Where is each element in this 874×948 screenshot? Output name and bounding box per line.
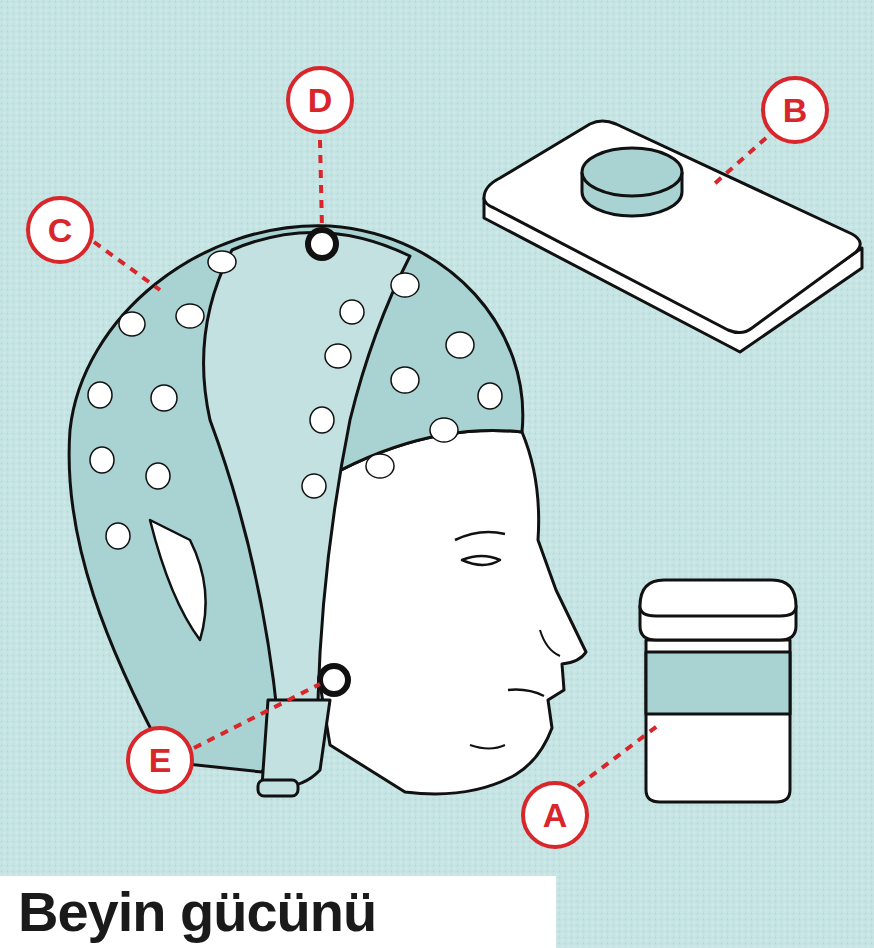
- illustration-part: [204, 232, 410, 720]
- illustration-part: [646, 652, 790, 714]
- title-panel: Beyin gücünü: [0, 876, 556, 948]
- callout-letter: E: [126, 726, 194, 794]
- illustration-part: [69, 226, 523, 772]
- gel-jar: [640, 580, 796, 802]
- illustration-part: [582, 148, 682, 196]
- leader-line: [94, 138, 766, 786]
- illustration-part: [302, 474, 326, 498]
- electrode: [308, 230, 348, 694]
- illustration-part: [320, 666, 348, 694]
- illustration-part: [366, 454, 394, 478]
- illustration-part: [119, 312, 145, 336]
- illustration-part: [308, 230, 336, 258]
- illustration-part: [325, 344, 351, 368]
- illustration-part: [208, 251, 236, 273]
- illustration-part: [151, 385, 177, 411]
- illustration-part: [150, 520, 206, 640]
- illustration-part: [391, 273, 419, 297]
- illustration-part: [310, 407, 334, 433]
- illustration-part: [446, 332, 474, 358]
- heading: Beyin gücünü: [18, 882, 556, 942]
- illustration-part: [455, 532, 505, 540]
- illustration-part: [262, 700, 330, 787]
- illustration-part: [578, 724, 660, 786]
- illustration-part: [146, 463, 170, 489]
- illustration-part: [540, 630, 560, 656]
- illustration-part: [430, 418, 458, 442]
- electrode-dots: [88, 251, 502, 549]
- illustration-part: [478, 383, 502, 409]
- illustration-part: [470, 745, 505, 749]
- illustration-part: [640, 580, 796, 616]
- illustration-part: [646, 640, 790, 802]
- illustration-part: [712, 138, 766, 186]
- stimulator-box: [484, 121, 862, 352]
- callout-letter: B: [761, 76, 829, 144]
- illustration-part: [340, 300, 364, 324]
- callout-letter: A: [521, 781, 589, 849]
- illustration-part: [194, 684, 320, 748]
- illustration-part: [484, 121, 860, 333]
- illustration-part: [320, 140, 322, 228]
- illustration-part: [462, 556, 500, 565]
- illustration-part: [176, 304, 204, 328]
- callout-letter: C: [26, 196, 94, 264]
- illustration-part: [90, 447, 114, 473]
- illustration-part: [508, 690, 544, 696]
- callout-letter: D: [286, 66, 354, 134]
- illustration-part: [106, 523, 130, 549]
- illustration-part: [88, 382, 112, 408]
- head-figure: [69, 226, 586, 796]
- illustration-part: [391, 367, 419, 393]
- illustration-part: [94, 242, 160, 290]
- illustration-part: [258, 780, 298, 796]
